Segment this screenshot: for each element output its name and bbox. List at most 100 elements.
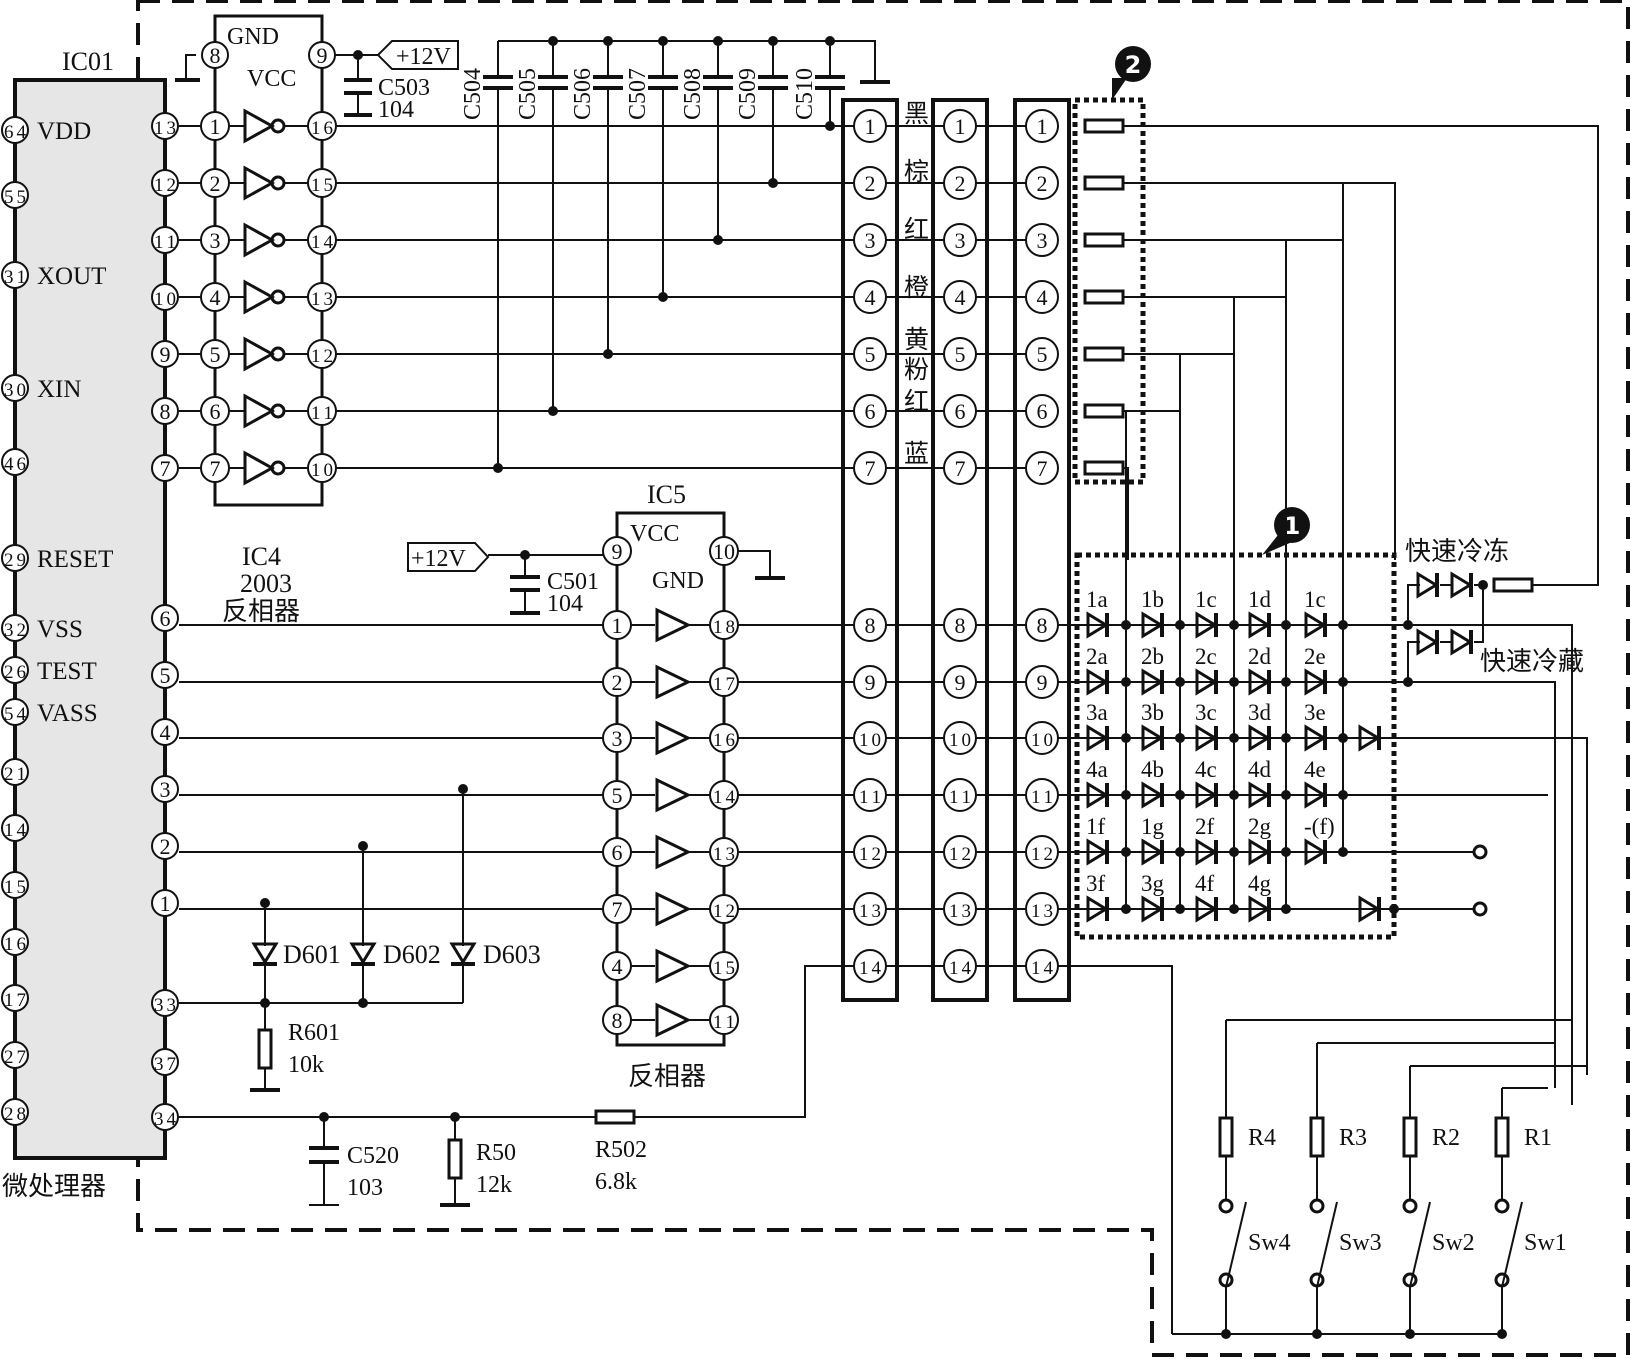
wire-color-6: 红 [904, 387, 929, 416]
diode-icon [1086, 838, 1109, 866]
ic4-caption: 反相器 [222, 597, 300, 627]
key-resistor-icon [1309, 1116, 1325, 1158]
ic4-input-pin-1: 1 [210, 114, 221, 139]
ic5-output-pin-15-circle [709, 951, 739, 981]
ic4-input-pin-2: 2 [210, 171, 221, 196]
r502-value: 6.8k [595, 1169, 637, 1195]
cn3-pin-8: 8 [1037, 613, 1048, 638]
ic01-pin-34-circle [151, 1103, 179, 1131]
supply-tag-12v [376, 40, 459, 70]
led-label-2a: 2a [1086, 644, 1108, 669]
r601-value: 10k [288, 1052, 324, 1078]
led-label-1g: 1g [1141, 814, 1165, 839]
cn2-pin-5-circle [943, 337, 977, 371]
wire-color-0: 黑 [904, 99, 929, 128]
ic5-title: IC5 [647, 480, 686, 509]
ic01-pin-33-circle [151, 989, 179, 1017]
cn2-pin-6: 6 [955, 399, 966, 424]
diode-icon [1086, 668, 1109, 696]
led-label-2b: 2b [1141, 644, 1164, 669]
cn3-pin-5-circle [1025, 337, 1059, 371]
supply-label-ic5: +12V [411, 546, 467, 572]
ic5-vcc-pin: 9 [612, 539, 623, 564]
diode-icon [1195, 895, 1218, 923]
cn2-pin-13-circle [943, 892, 977, 926]
wire-color-1: 棕 [904, 157, 929, 186]
junction-dot [1175, 677, 1185, 687]
capacitor-label-c505: C505 [515, 68, 541, 120]
cn2-pin-1: 1 [955, 114, 966, 139]
junction-dot [1121, 677, 1131, 687]
callout-2-label: 2 [1125, 51, 1142, 79]
buffer-gate-icon [655, 1002, 692, 1038]
ic01-pin-label-xin: XIN [37, 376, 81, 403]
switch-lever-icon [1409, 1201, 1431, 1288]
ic5-input-pin-6: 6 [612, 840, 623, 865]
ic01-pin-16-circle [1, 928, 29, 956]
resistor-array: 2 [1072, 46, 1599, 580]
ic5-input-pin-2: 2 [612, 670, 623, 695]
diode-icon [1141, 611, 1164, 639]
ic5-input-pin-7: 7 [612, 897, 623, 922]
junction-dot [1281, 790, 1291, 800]
buffer-gate-icon [655, 607, 692, 643]
cn2-pin-8: 8 [955, 613, 966, 638]
ic01-pin-14-circle [1, 814, 29, 842]
terminal-icon [1472, 901, 1488, 917]
diode-icon [1141, 724, 1164, 752]
ic5-input-pin-1: 1 [612, 613, 623, 638]
cn2-pin-12-circle [943, 835, 977, 869]
reset-network [179, 784, 1173, 1334]
capacitor-symbol [703, 75, 733, 90]
junction-dot [1175, 620, 1185, 630]
ic5-output-pin-11-circle [709, 1005, 739, 1035]
ic4-vcc-pin: 9 [317, 43, 328, 68]
junction-dot [358, 998, 368, 1008]
led-label-3a: 3a [1086, 700, 1108, 725]
diode-icon [1304, 838, 1327, 866]
junction-dot [1121, 620, 1131, 630]
diode-icon [1304, 611, 1327, 639]
ic01-pin-label-vss: VSS [37, 616, 83, 643]
ic4-input-pin-6: 6 [210, 399, 221, 424]
switch-lever-icon [1501, 1201, 1523, 1288]
inverter-gate-icon [243, 393, 276, 429]
d602-label: D602 [383, 940, 441, 969]
led-label-2e: 2e [1304, 644, 1326, 669]
buffer-gate-icon [655, 777, 692, 813]
cn2-pin-4-circle [943, 280, 977, 314]
led-label-4d: 4d [1248, 757, 1272, 782]
diode-icon [1141, 668, 1164, 696]
diode-icon [1248, 838, 1271, 866]
ic01-pin-8: 8 [160, 399, 171, 424]
capacitor-c503-symbol [344, 78, 372, 95]
key-resistor-label-r4: R4 [1248, 1125, 1276, 1151]
cn3-pin-2: 2 [1037, 171, 1048, 196]
junction-dot [1121, 733, 1131, 743]
array-resistor-icon [1083, 346, 1125, 362]
ic01-pin-7: 7 [160, 456, 171, 481]
ic01-pin-27-circle [1, 1041, 29, 1069]
ic01-pin-46-circle [1, 448, 29, 476]
wire-color-2: 红 [904, 215, 929, 244]
cn3-pin-1: 1 [1037, 114, 1048, 139]
ic4-input-pin-7: 7 [210, 456, 221, 481]
ic01-caption: 微处理器 [2, 1172, 106, 1202]
diode-icon [1416, 628, 1439, 656]
key-resistor-label-r2: R2 [1432, 1125, 1460, 1151]
diode-icon [449, 942, 477, 965]
led-label-3f: 3f [1086, 871, 1106, 896]
diode-icon [1086, 724, 1109, 752]
capacitor-symbol [815, 75, 845, 90]
diode-icon [349, 942, 377, 965]
switch-contact-icon [1402, 1198, 1418, 1214]
buffer-gate-icon [655, 891, 692, 927]
cn2-pin-4: 4 [955, 285, 966, 310]
cn2-pin-5: 5 [955, 342, 966, 367]
ic01-pin-54-circle [1, 698, 29, 726]
ic4-title: IC4 [242, 542, 281, 571]
capacitor-label-c509: C509 [735, 68, 761, 120]
